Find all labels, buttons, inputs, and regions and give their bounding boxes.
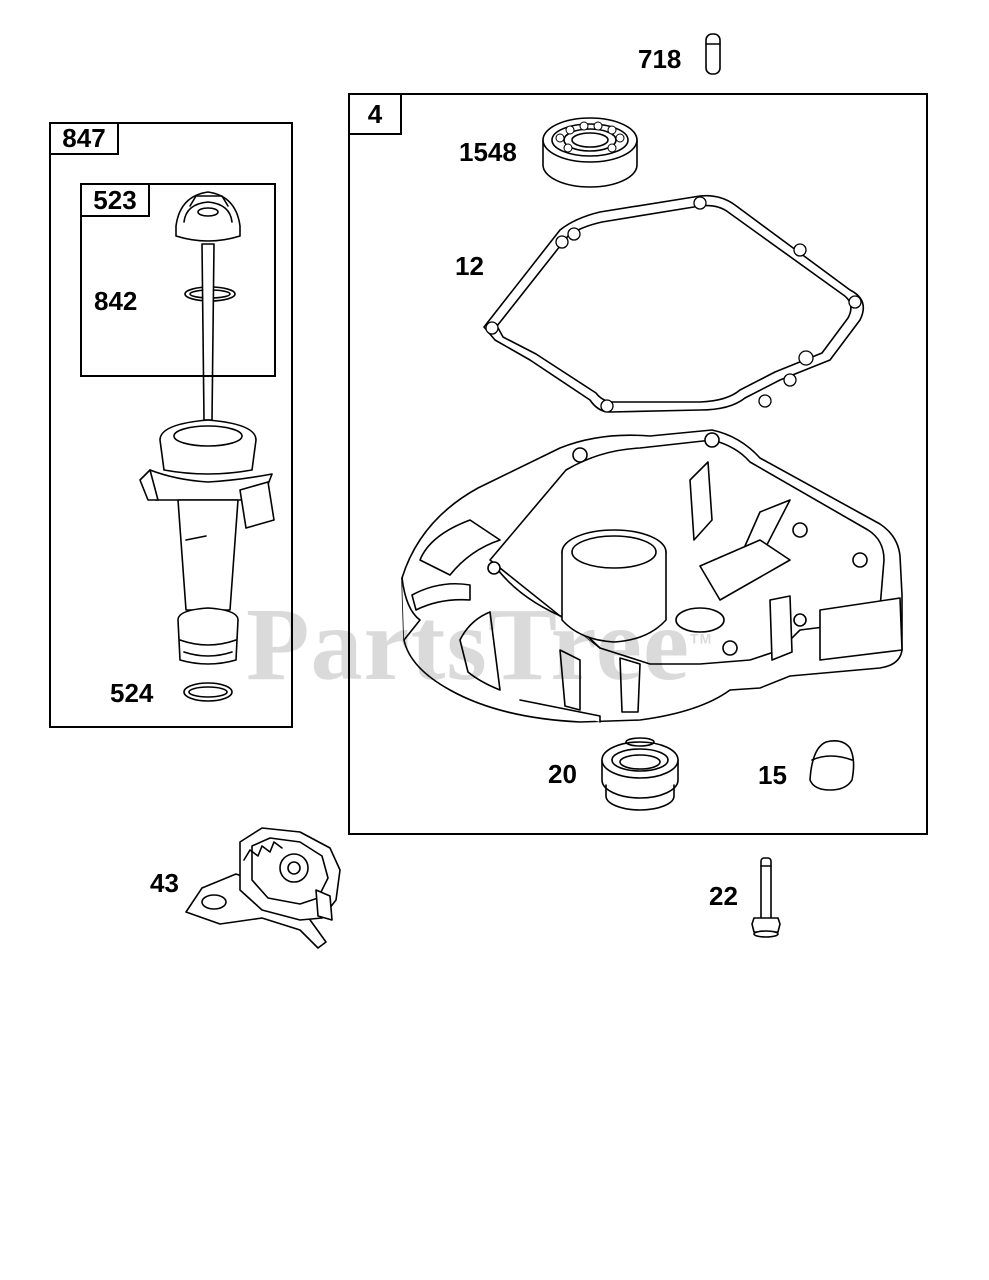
governor-43-drawing [186,828,340,948]
group-tab-523: 523 [80,183,150,217]
part-label-842: 842 [94,286,138,316]
group-tab-4: 4 [348,93,402,135]
cap-15-drawing [810,741,854,790]
watermark: PartsTreeTM [246,585,712,704]
part-label-15: 15 [758,760,787,790]
gasket-12-drawing [484,196,863,412]
oil-seal-20-drawing [602,738,678,810]
dowel-pin-718-drawing [706,34,720,74]
group-tab-847: 847 [49,122,119,155]
part-label-22: 22 [709,881,738,911]
bolt-22-drawing [752,858,780,937]
crankcase-cover-drawing [402,430,902,722]
group-box-523: 523 [80,183,276,377]
group-box-847: 847 [49,122,293,728]
ball-bearing-1548-drawing [543,118,637,187]
part-label-20: 20 [548,759,577,789]
o-ring-524-drawing [184,683,232,701]
watermark-tm: TM [690,630,713,647]
group-box-4: 4 [348,93,928,835]
part-label-718: 718 [638,44,682,74]
dipstick-tube-847-drawing [140,420,274,664]
part-label-12: 12 [455,251,484,281]
part-label-43: 43 [150,868,179,898]
part-label-1548: 1548 [459,137,517,167]
part-label-524: 524 [110,678,154,708]
watermark-text: PartsTree [246,587,691,702]
